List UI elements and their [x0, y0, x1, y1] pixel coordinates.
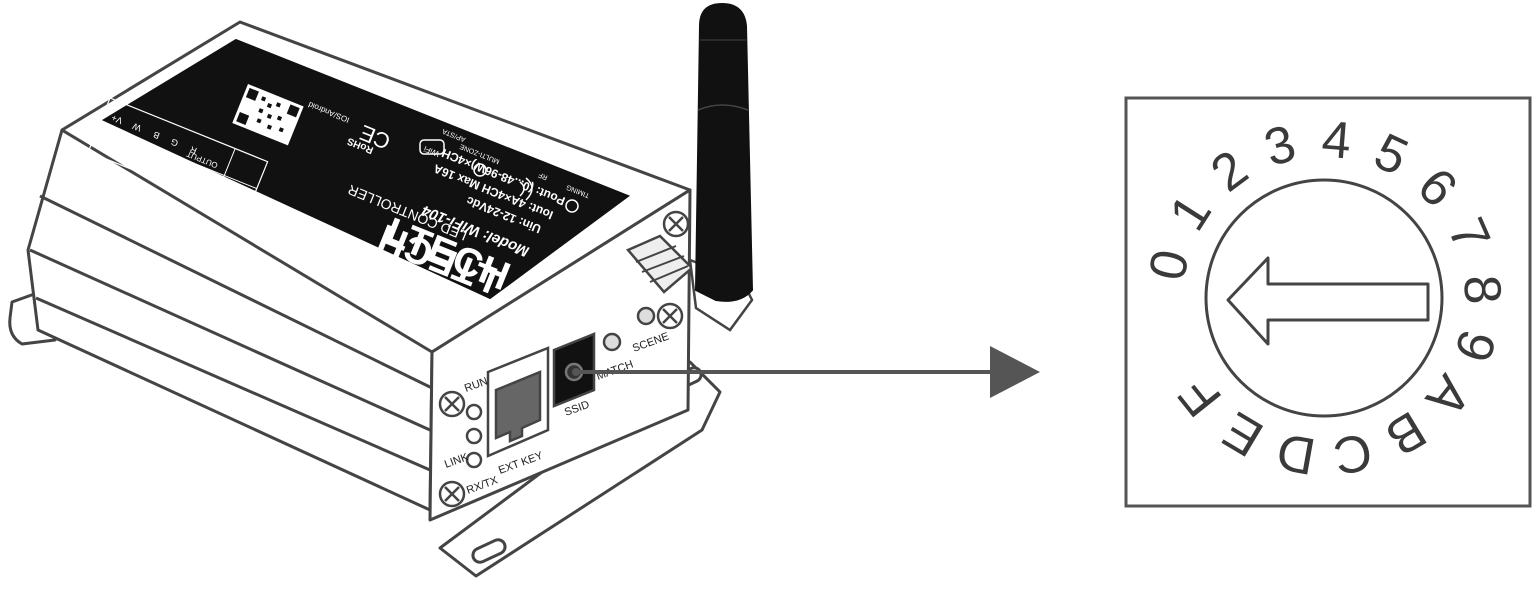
- screw-bottom-right: [656, 302, 684, 330]
- output-pin-4: R: [188, 144, 198, 156]
- input-pin-2: W: [147, 160, 159, 173]
- input-pin-3: W: [166, 167, 178, 180]
- output-pin-0: V+: [110, 112, 124, 125]
- side-rib-3: [35, 296, 431, 472]
- output-pin-2: B: [152, 129, 161, 141]
- dial-label-8: 8: [1452, 274, 1511, 306]
- top-label: LTECH LTECH LED CONTROLLER Model: WiFi-1…: [87, 38, 631, 301]
- multi-zone-icon: [473, 163, 487, 177]
- rf-icon: [519, 177, 533, 201]
- side-rib-2: [29, 248, 431, 432]
- screw-bottom-left: [438, 480, 466, 508]
- led-link: [465, 427, 483, 445]
- qr-code: [232, 84, 304, 146]
- screw-top-left: [438, 390, 466, 418]
- callout-arrow: [572, 346, 1040, 398]
- led-rxtx: [465, 451, 483, 469]
- antenna: [625, 2, 754, 332]
- screw-top-right: [662, 210, 690, 238]
- dial-label-4: 4: [1320, 110, 1353, 170]
- scene-button[interactable]: [636, 306, 656, 326]
- input-pin-1: C: [130, 153, 140, 165]
- input-pin-0: W: [110, 145, 122, 158]
- dial-pointer-arrow: [1226, 256, 1430, 346]
- rf-label: RF: [537, 171, 548, 181]
- wifi-icon: [419, 139, 445, 155]
- label-background: [101, 38, 631, 300]
- input-pin-4: W: [184, 175, 196, 188]
- match-button[interactable]: [602, 332, 622, 352]
- side-rib-1: [39, 194, 433, 390]
- timing-icon: [565, 199, 579, 213]
- led-run: [465, 403, 483, 421]
- output-pin-3: G: [169, 136, 179, 148]
- antenna-rod: [694, 2, 754, 302]
- ext-key-port-inner: [494, 370, 542, 443]
- output-pin-1: W: [131, 121, 143, 134]
- mount-slot-bottom: [471, 538, 507, 564]
